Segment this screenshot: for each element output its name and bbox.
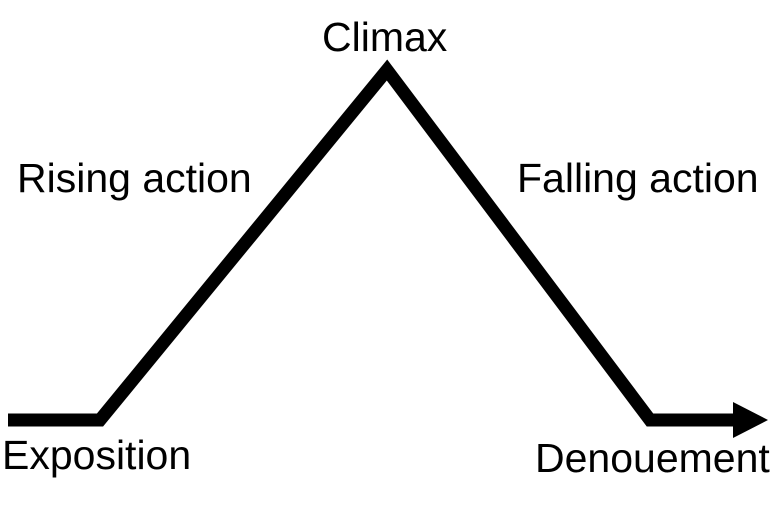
label-climax: Climax xyxy=(322,14,448,60)
label-rising-action: Rising action xyxy=(17,155,252,201)
arrowhead-icon xyxy=(733,402,768,438)
label-falling-action: Falling action xyxy=(517,155,759,201)
label-exposition: Exposition xyxy=(2,432,192,478)
story-arc-line xyxy=(8,59,736,427)
label-denouement: Denouement xyxy=(535,435,770,481)
